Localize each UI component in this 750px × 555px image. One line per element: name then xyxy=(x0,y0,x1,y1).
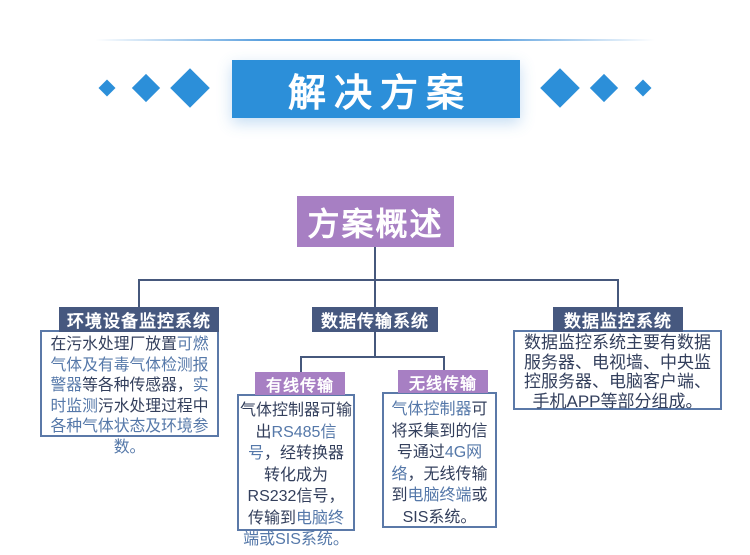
environment-monitoring-description: 在污水处理厂放置可燃气体及有毒气体检测报警器等各种传感器，实时监测污水处理过程中… xyxy=(40,330,219,456)
subbranch-header-wireless-transmission: 无线传输 xyxy=(398,370,488,393)
top-gradient-divider xyxy=(95,39,655,41)
branch-header-environment-monitoring: 环境设备监控系统 xyxy=(59,307,219,332)
connector-wireless-drop xyxy=(443,356,445,373)
connector-main-horizontal xyxy=(138,279,619,281)
connector-sub-horizontal xyxy=(300,356,444,358)
diamond-icon xyxy=(540,68,580,108)
diamond-icon xyxy=(98,79,116,97)
connector-wired-drop xyxy=(300,356,302,373)
connector-transmission-vertical xyxy=(374,331,376,356)
connector-middle-drop xyxy=(374,279,376,308)
subbranch-header-wired-transmission: 有线传输 xyxy=(255,372,345,395)
overview-root-node: 方案概述 xyxy=(297,196,454,247)
diamond-icon xyxy=(131,73,161,103)
connector-right-drop xyxy=(617,279,619,308)
data-monitoring-description: 数据监控系统主要有数据服务器、电视墙、中央监控服务器、电脑客户端、手机APP等部… xyxy=(513,330,722,411)
branch-header-data-transmission: 数据传输系统 xyxy=(312,307,438,332)
connector-root-vertical xyxy=(374,247,376,279)
wireless-transmission-description: 气体控制器可将采集到的信号通过4G网络，无线传输到电脑终端或SIS系统。 xyxy=(382,392,497,528)
branch-header-data-monitoring: 数据监控系统 xyxy=(553,307,683,332)
diamond-icon xyxy=(634,79,652,97)
wired-transmission-description: 气体控制器可输出RS485信号，经转换器转化成为RS232信号，传输到电脑终端或… xyxy=(237,394,355,548)
section-title-banner: 解决方案 xyxy=(232,60,520,118)
diamond-icon xyxy=(170,68,210,108)
connector-left-drop xyxy=(138,279,140,308)
diamond-icon xyxy=(589,73,619,103)
